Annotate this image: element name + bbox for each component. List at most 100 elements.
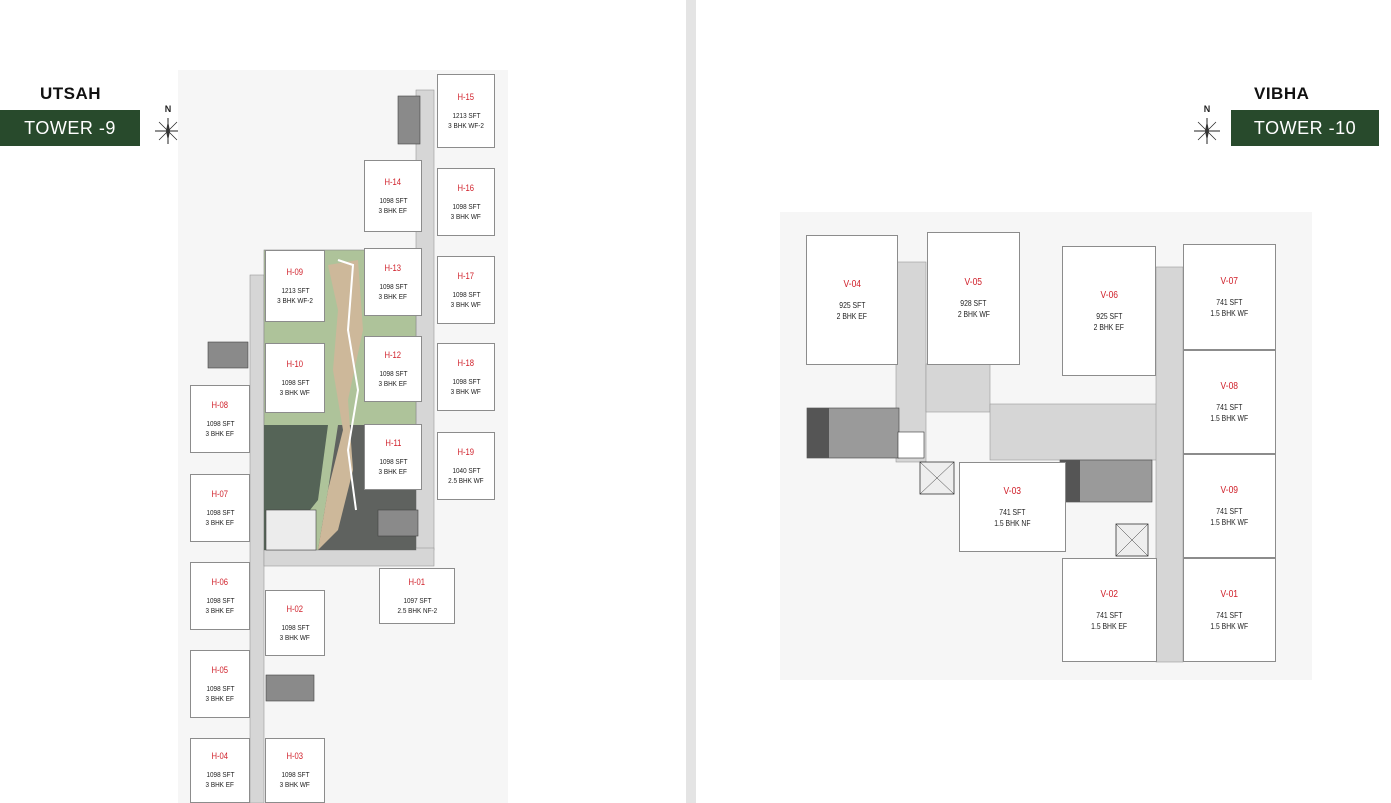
unit-type: 3 BHK WF <box>279 780 311 789</box>
north-label: N <box>1203 104 1211 114</box>
tower-name-utsah: UTSAH <box>40 84 102 103</box>
unit-type: 3 BHK WF-2 <box>277 295 313 305</box>
unit-v-09[interactable]: V-09 741 SFT 1.5 BHK WF <box>1183 454 1276 558</box>
unit-area: 1098 SFT <box>379 456 407 466</box>
compass-left: N <box>153 104 183 146</box>
unit-area: 741 SFT <box>1216 506 1243 516</box>
unit-type: 3 BHK WF <box>450 386 482 396</box>
unit-code: V-07 <box>1220 275 1239 287</box>
unit-code: H-10 <box>286 358 304 369</box>
unit-type: 3 BHK WF <box>279 632 311 642</box>
unit-area: 1098 SFT <box>281 770 309 779</box>
unit-v-05[interactable]: V-05 928 SFT 2 BHK WF <box>927 232 1020 365</box>
unit-h-16[interactable]: H-16 1098 SFT 3 BHK WF <box>437 168 495 236</box>
unit-type: 3 BHK EF <box>205 605 235 615</box>
unit-area: 741 SFT <box>1216 297 1243 307</box>
unit-code: H-05 <box>211 664 229 675</box>
unit-h-19[interactable]: H-19 1040 SFT 2.5 BHK WF <box>437 432 495 500</box>
unit-type: 3 BHK EF <box>205 428 235 438</box>
unit-h-09[interactable]: H-09 1213 SFT 3 BHK WF-2 <box>265 250 325 322</box>
unit-type: 1.5 BHK WF <box>1210 621 1249 631</box>
unit-h-11[interactable]: H-11 1098 SFT 3 BHK EF <box>364 424 422 490</box>
unit-h-05[interactable]: H-05 1098 SFT 3 BHK EF <box>190 650 250 718</box>
unit-area: 1098 SFT <box>206 595 234 605</box>
unit-area: 928 SFT <box>960 299 987 308</box>
unit-h-12[interactable]: H-12 1098 SFT 3 BHK EF <box>364 336 422 402</box>
compass-icon <box>1194 118 1220 144</box>
unit-h-04[interactable]: H-04 1098 SFT 3 BHK EF <box>190 738 250 803</box>
unit-area: 1098 SFT <box>206 770 234 779</box>
unit-code: H-15 <box>457 91 475 102</box>
unit-type: 3 BHK EF <box>205 517 235 527</box>
unit-code: V-02 <box>1100 588 1119 600</box>
left-page: UTSAH TOWER -9 N <box>0 0 686 803</box>
unit-area: 925 SFT <box>1095 311 1123 321</box>
unit-type: 3 BHK EF <box>205 693 235 703</box>
unit-v-01[interactable]: V-01 741 SFT 1.5 BHK WF <box>1183 558 1276 662</box>
unit-type: 3 BHK EF <box>378 466 408 476</box>
right-page: VIBHA TOWER -10 N <box>696 0 1391 803</box>
unit-h-13[interactable]: H-13 1098 SFT 3 BHK EF <box>364 248 422 316</box>
unit-area: 1098 SFT <box>379 281 407 291</box>
unit-type: 3 BHK EF <box>378 205 408 215</box>
unit-v-06[interactable]: V-06 925 SFT 2 BHK EF <box>1062 246 1156 376</box>
unit-type: 2 BHK EF <box>1093 322 1125 332</box>
unit-type: 3 BHK EF <box>378 291 408 301</box>
compass-icon <box>155 118 181 144</box>
unit-h-14[interactable]: H-14 1098 SFT 3 BHK EF <box>364 160 422 232</box>
unit-v-08[interactable]: V-08 741 SFT 1.5 BHK WF <box>1183 350 1276 454</box>
unit-v-02[interactable]: V-02 741 SFT 1.5 BHK EF <box>1062 558 1157 662</box>
unit-area: 741 SFT <box>1216 610 1243 620</box>
unit-v-04[interactable]: V-04 925 SFT 2 BHK EF <box>806 235 898 365</box>
unit-type: 1.5 BHK WF <box>1210 517 1249 527</box>
tower-name-vibha: VIBHA <box>1254 84 1310 103</box>
unit-v-03[interactable]: V-03 741 SFT 1.5 BHK NF <box>959 462 1066 552</box>
unit-v-07[interactable]: V-07 741 SFT 1.5 BHK WF <box>1183 244 1276 350</box>
unit-code: H-13 <box>384 262 402 273</box>
unit-code: H-19 <box>457 446 475 457</box>
unit-code: V-06 <box>1100 289 1118 301</box>
unit-code: V-09 <box>1220 484 1239 496</box>
unit-code: V-05 <box>964 277 983 288</box>
unit-type: 3 BHK WF-2 <box>448 120 484 130</box>
unit-code: H-17 <box>457 270 475 281</box>
unit-h-03[interactable]: H-03 1098 SFT 3 BHK WF <box>265 738 325 803</box>
unit-type: 1.5 BHK EF <box>1091 621 1128 631</box>
unit-area: 1098 SFT <box>206 683 234 693</box>
unit-code: H-01 <box>408 576 426 587</box>
unit-type: 3 BHK EF <box>378 378 408 388</box>
unit-type: 2 BHK WF <box>957 310 990 319</box>
unit-code: H-18 <box>457 357 475 368</box>
unit-h-08[interactable]: H-08 1098 SFT 3 BHK EF <box>190 385 250 453</box>
tower-badge-9: TOWER -9 <box>0 110 140 146</box>
unit-h-01[interactable]: H-01 1097 SFT 2.5 BHK NF-2 <box>379 568 455 624</box>
unit-type: 2.5 BHK WF <box>448 475 484 485</box>
unit-code: H-16 <box>457 182 475 193</box>
unit-type: 3 BHK EF <box>205 780 235 789</box>
unit-type: 2.5 BHK NF-2 <box>397 605 437 615</box>
unit-code: H-14 <box>384 176 402 187</box>
unit-type: 3 BHK WF <box>279 387 311 397</box>
unit-h-15[interactable]: H-15 1213 SFT 3 BHK WF-2 <box>437 74 495 148</box>
unit-type: 1.5 BHK NF <box>994 518 1031 528</box>
unit-code: H-11 <box>384 437 402 448</box>
unit-area: 741 SFT <box>1096 610 1123 620</box>
unit-type: 3 BHK WF <box>450 299 482 309</box>
unit-area: 1098 SFT <box>452 201 480 211</box>
unit-h-02[interactable]: H-02 1098 SFT 3 BHK WF <box>265 590 325 656</box>
unit-h-10[interactable]: H-10 1098 SFT 3 BHK WF <box>265 343 325 413</box>
unit-area: 1098 SFT <box>452 376 480 386</box>
unit-h-18[interactable]: H-18 1098 SFT 3 BHK WF <box>437 343 495 411</box>
unit-code: H-06 <box>211 576 229 587</box>
north-label: N <box>164 104 172 114</box>
unit-code: H-02 <box>286 603 304 614</box>
unit-code: V-03 <box>1003 485 1022 497</box>
unit-h-06[interactable]: H-06 1098 SFT 3 BHK EF <box>190 562 250 630</box>
unit-h-07[interactable]: H-07 1098 SFT 3 BHK EF <box>190 474 250 542</box>
unit-type: 1.5 BHK WF <box>1210 413 1249 423</box>
unit-area: 1097 SFT <box>403 595 431 605</box>
unit-h-17[interactable]: H-17 1098 SFT 3 BHK WF <box>437 256 495 324</box>
unit-code: V-04 <box>843 278 861 290</box>
unit-type: 2 BHK EF <box>836 311 868 321</box>
unit-area: 1098 SFT <box>379 195 407 205</box>
